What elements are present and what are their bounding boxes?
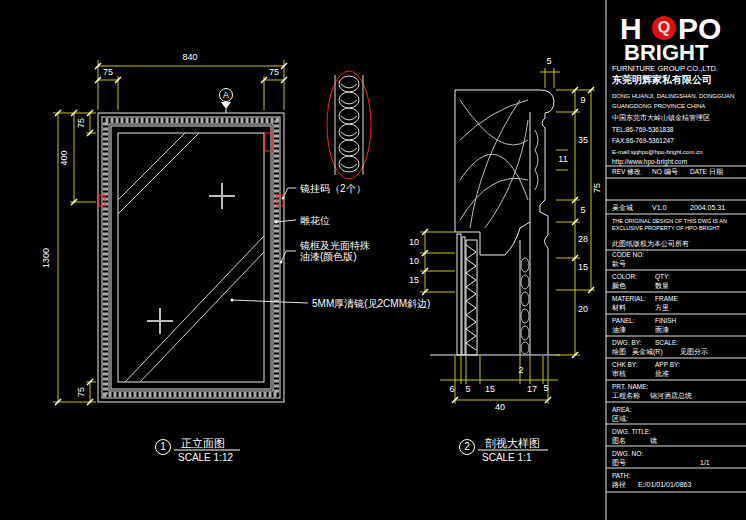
title-block-text: E:/01/01/01/0863 [638,481,691,489]
company-name: FURNITURE GROUP CO.,LTD. [612,65,718,73]
dimension-text: 35 [578,136,588,146]
title-block-text: 批准 [655,370,669,378]
dimension-text: 5 [546,57,551,67]
reference-number: A [223,91,229,100]
logo-text: H [620,12,642,45]
dimension-text: 1300 [42,248,52,268]
title-block-text: REV 修改 [612,168,641,175]
title-block-text: SCALE: [655,339,678,346]
dimension-text: 15 [409,276,419,286]
dimension-text: 17 [527,385,537,395]
title-block-text: PRT. NAME: [612,383,648,390]
dimension-text: 9 [580,96,585,106]
title-block-text: 油漆 [612,326,626,334]
reference-circle: A [219,88,233,102]
title-block-text: 2004.05.31 [690,204,725,212]
title-block-text: APP BY: [655,361,680,368]
title-block-text: 区域: [612,415,628,423]
reference-number: 2 [464,442,470,452]
title-block-text: 工程名称 [612,392,640,400]
reference-number: 1 [160,442,166,452]
view-scale: SCALE 1:12 [178,452,233,463]
title-block-text: 吴金城(R) [632,348,663,356]
address-text: DONG HUANJI, DALINGSHAN, DONGGUAN [612,93,734,100]
title-block-text: DWG. NO: [612,450,643,457]
contact-text: E-mail:sjqhpo@hpo-bright.com.cn [612,149,702,156]
dimension-text: 40 [495,403,505,413]
callout-text: 雕花位 [300,215,330,226]
title-block-text: 面漆 [655,326,669,334]
reference-circle: 1 [155,439,171,455]
contact-text: TEL:86-769-5361838 [612,126,673,133]
title-block-text: 图号 [612,459,626,467]
dimension-text: 15 [578,263,588,273]
title-block-text: NO 编号 [652,168,678,175]
dimension-text: 10 [409,238,419,248]
copyright-note: 此图纸版权为本公司所有 [612,240,689,247]
dimension-text: 28 [578,235,588,245]
title-block-text: PANEL: [612,317,635,324]
view-title: 正立面图 [181,437,225,449]
title-block-text: 路径 [612,481,626,489]
title-block-text: AREA: [612,406,632,413]
title-block-text: 镜 [650,437,657,445]
title-block-text: MATERIAL: [612,295,646,302]
title-block-text: 见图分示 [680,348,708,356]
title-block-text: 颜色 [612,282,626,290]
title-block-text: 图名 [612,437,626,445]
title-block-text: 材料 [612,304,626,312]
callout-text: 镜挂码（2个） [300,183,366,194]
dimension-text: 20 [578,305,588,315]
dimension-text: 400 [60,150,70,165]
title-block-text: 吴金城 [612,204,633,212]
dimension-text: 75 [77,118,87,128]
dimension-text: 11 [558,155,567,165]
title-block-text: DATE 日期 [690,168,723,175]
dimension-text: 75 [269,68,279,78]
copyright-note: THE ORIGINAL DESIGN OF THIS DWG IS AN EX… [612,218,740,232]
title-block-text: 1/1 [700,459,710,467]
dimension-text: 6 [449,385,454,395]
title-block-text: QTY: [655,273,670,280]
company-name: 东莞明辉家私有限公司 [612,75,712,85]
title-block-text: COLOR: [612,273,637,280]
callout-text: 5MM厚清镜(见2CMM斜边) [312,298,430,309]
title-block-text: FRAME [655,295,678,302]
title-block-text: CHK BY: [612,361,638,368]
dimension-text: 840 [182,53,197,63]
title-block-text: 绘图 [612,348,626,356]
title-block-text: V1.0 [652,204,666,212]
title-block-text: PATH: [612,472,630,479]
dimension-text: 75 [103,68,113,78]
callout-text: 镜框及光面特殊 油漆(颜色版) [300,240,380,262]
address-text: 中国东莞市大岭山镇金桔管理区 [612,114,710,121]
dimension-text: 75 [77,387,87,397]
view-scale: SCALE 1:1 [482,452,531,463]
logo-text: Q [658,19,670,37]
dimension-text: 10 [409,257,419,267]
logo-text: PO [678,12,721,45]
view-title: 剖视大样图 [485,437,540,449]
address-text: GUANGDONG PROVINCE CHINA [612,103,705,110]
reference-circle: 2 [459,439,475,455]
logo-text: BRIGHT [624,41,708,65]
title-block-text: 款号 [612,260,626,268]
title-block-text: 数量 [655,282,669,290]
title-block-text: 方里 [655,304,669,312]
dimension-text: 15 [485,385,495,395]
title-block-text: 审核 [612,370,626,378]
contact-text: FAX:86-769-5361247 [612,137,674,144]
dimension-text: 5 [465,385,470,395]
dimension-text: 75 [593,183,603,193]
title-block-text: FINISH [655,317,676,324]
title-block-text: DWG. BY: [612,339,642,346]
title-block-text: DWG. TITLE: [612,428,651,435]
title-block-text: CODE NO: [612,251,644,258]
dimension-text: 5 [543,384,548,394]
dimension-text: 5 [580,206,585,216]
contact-text: http://www.hpo-bright.com [612,158,687,165]
title-block-text: 锦河酒店总统 [650,392,692,400]
dimension-text: 2 [518,366,523,376]
